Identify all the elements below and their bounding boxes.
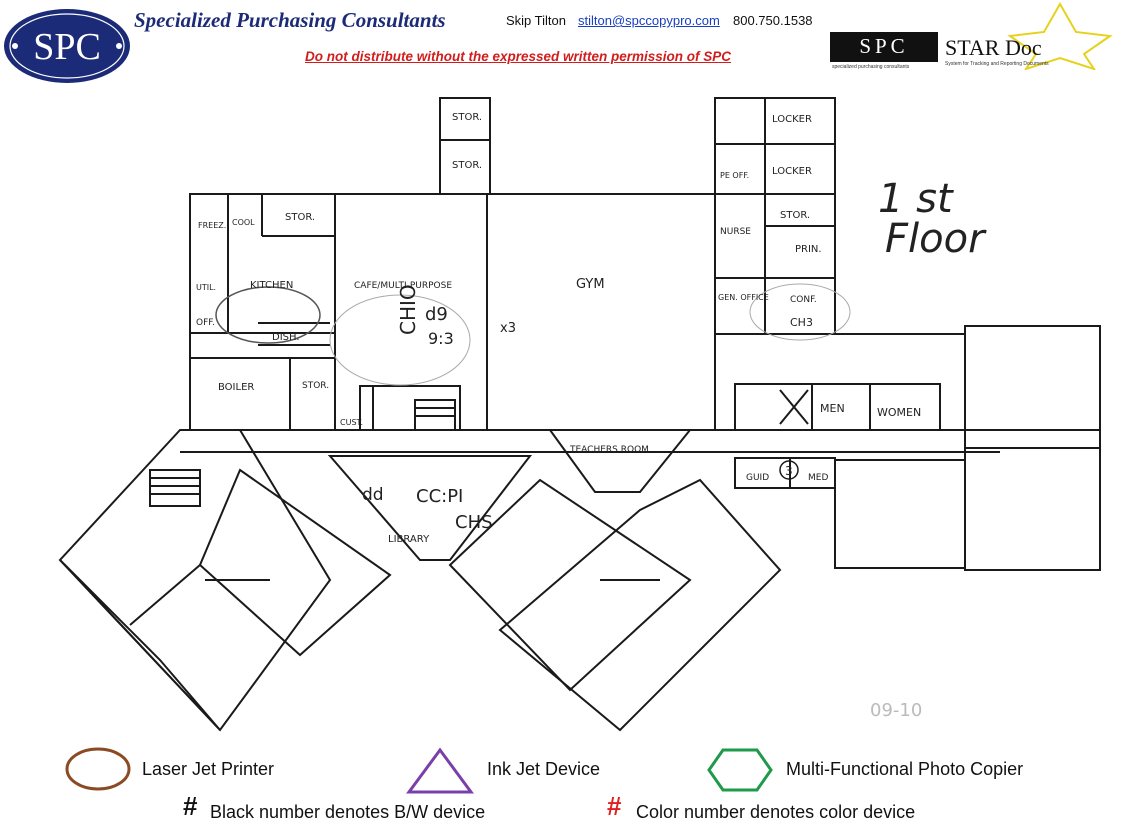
annotation-d9: d9 (425, 304, 448, 325)
color-hash-symbol: # (607, 791, 622, 821)
room-cool: COOL (232, 218, 255, 227)
room-conf: CONF. (790, 295, 817, 305)
contact-phone: 800.750.1538 (733, 13, 813, 28)
annotation-cafe-code: 9:3 (428, 329, 454, 348)
room-women: WOMEN (877, 406, 921, 419)
annotation-year: 09-10 (870, 700, 922, 721)
room-men: MEN (820, 402, 845, 415)
annotation-cafe-note: x3 (500, 321, 516, 336)
room-freez: FREEZ. (198, 221, 226, 230)
room-cust: CUST. (340, 418, 363, 427)
legend-color-note: Color number denotes color device (636, 802, 916, 822)
stardoc-logo: SPC STAR Doc specialized purchasing cons… (830, 2, 1113, 70)
room-locker-2: LOCKER (772, 166, 812, 177)
stardoc-spc-text: SPC (859, 34, 908, 58)
room-prin: PRIN. (795, 244, 822, 255)
room-gen-office: GEN. OFFICE (718, 293, 769, 302)
bw-hash-symbol: # (183, 791, 198, 821)
room-cafe: CAFE/MULTI-PURPOSE (354, 281, 452, 291)
contact-email-link[interactable]: stilton@spccopypro.com (578, 13, 720, 28)
stardoc-sub2: System for Tracking and Reporting Docume… (945, 61, 1049, 67)
room-pe-off: PE OFF. (720, 171, 749, 180)
room-gym: GYM (576, 277, 605, 292)
room-med: MED (808, 473, 828, 483)
room-off: OFF. (196, 318, 215, 328)
annotation-library-d: dd (362, 485, 384, 505)
stardoc-title: STAR Doc (945, 35, 1042, 60)
legend-bw-note: Black number denotes B/W device (210, 802, 486, 822)
room-util: UTIL. (196, 283, 216, 292)
company-name: Specialized Purchasing Consultants (134, 8, 446, 32)
header: SPC Specialized Purchasing Consultants S… (0, 0, 1140, 92)
annotation-library-code: CC:PI (416, 486, 463, 507)
room-nurse: NURSE (720, 227, 751, 237)
room-stor-left: STOR. (285, 212, 315, 223)
legend-inkjet-label: Ink Jet Device (487, 759, 601, 779)
copier-symbol-icon (707, 748, 773, 792)
room-locker-1: LOCKER (772, 114, 812, 125)
distribution-warning: Do not distribute without the expressed … (305, 49, 732, 64)
laser-printer-symbol-icon (65, 747, 131, 791)
room-stor-top2: STOR. (452, 160, 482, 171)
room-dish: DISH. (272, 332, 300, 343)
legend-copier-label: Multi-Functional Photo Copier (786, 759, 1024, 779)
room-stor-right: STOR. (780, 210, 810, 221)
annotation-conf-code: CH3 (790, 316, 813, 329)
room-library: LIBRARY (388, 534, 430, 545)
logo-text: SPC (33, 26, 101, 68)
room-teachers: TEACHERS ROOM (569, 445, 649, 455)
room-kitchen: KITCHEN (250, 280, 293, 291)
room-boiler: BOILER (218, 382, 254, 393)
floor-label-line2: Floor (885, 216, 987, 262)
annotation-guid-circle: 3 (785, 464, 793, 478)
annotation-library-chs: CHS (455, 512, 493, 533)
room-stor-boiler: STOR. (302, 381, 329, 391)
room-guid: GUID (746, 473, 769, 483)
legend-laser-label: Laser Jet Printer (142, 759, 275, 779)
floor-plan: STOR. STOR. LOCKER LOCKER PE OFF. NURSE … (58, 97, 1101, 732)
floor-label-line1: 1 st (878, 176, 954, 222)
ink-jet-symbol-icon (406, 747, 474, 794)
spc-logo: SPC (4, 9, 130, 83)
contact-name: Skip Tilton (506, 13, 566, 28)
stardoc-sub1: specialized purchasing consultants (832, 64, 910, 70)
annotation-chio: CHIO (396, 284, 420, 335)
legend: Laser Jet Printer Ink Jet Device Multi-F… (0, 742, 1140, 828)
room-stor-top1: STOR. (452, 112, 482, 123)
